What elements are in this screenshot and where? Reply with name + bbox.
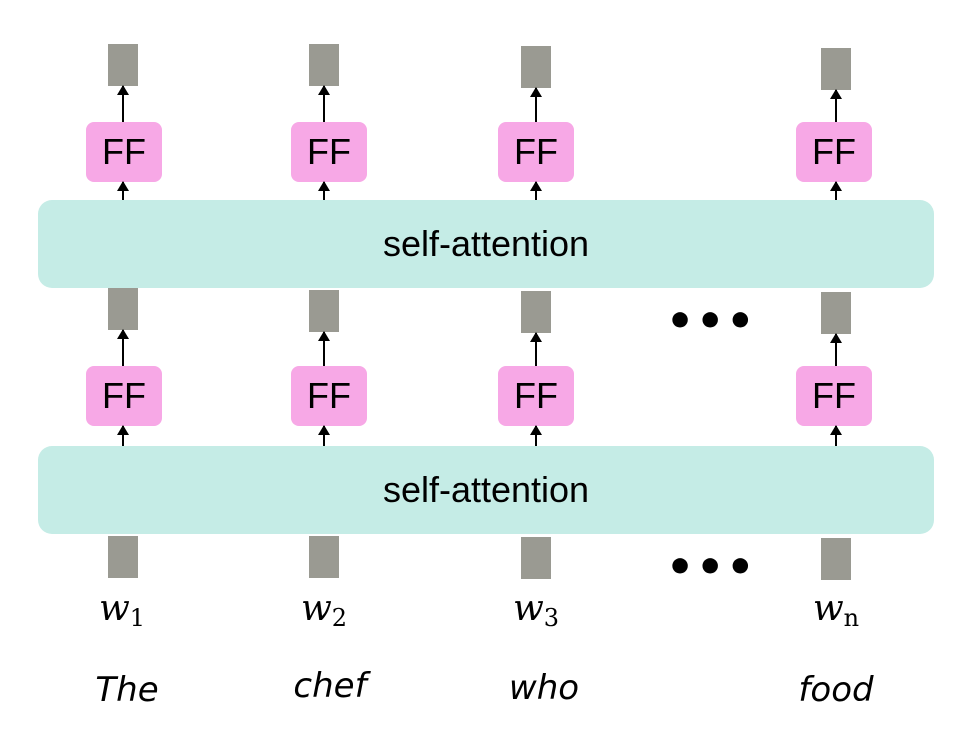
input-label-n: wn bbox=[776, 588, 896, 632]
middle-vector-3 bbox=[521, 291, 551, 333]
ff-box-top-2: FF bbox=[291, 122, 367, 182]
input-var-n: w bbox=[812, 588, 844, 629]
input-var-2: w bbox=[300, 588, 332, 629]
output-vector-1 bbox=[108, 44, 138, 86]
input-label-2: w2 bbox=[264, 588, 384, 632]
ff-box-top-3: FF bbox=[498, 122, 574, 182]
middle-vector-n bbox=[821, 292, 851, 334]
arrow-ff-to-output-3 bbox=[530, 87, 542, 122]
arrow-sa-to-ff-bottom-1 bbox=[117, 425, 129, 462]
output-vector-2 bbox=[309, 44, 339, 86]
input-sub-3: 3 bbox=[543, 604, 560, 632]
ff-box-bottom-3: FF bbox=[498, 366, 574, 426]
arrow-sa-to-ff-bottom-n bbox=[830, 425, 842, 462]
arrow-ff-to-output-1 bbox=[117, 85, 129, 122]
output-vector-n bbox=[821, 48, 851, 90]
arrow-ff-to-output-n bbox=[830, 89, 842, 122]
arrow-ff-to-middle-3 bbox=[530, 332, 542, 366]
input-var-3: w bbox=[512, 588, 544, 629]
input-word-3: who bbox=[508, 668, 580, 708]
self-attention-layer-bottom: self-attention bbox=[38, 446, 934, 534]
ellipsis-middle: ••• bbox=[666, 296, 757, 347]
arrow-sa-to-ff-bottom-3 bbox=[530, 425, 542, 462]
self-attention-layer-top: self-attention bbox=[38, 200, 934, 288]
input-vector-n bbox=[821, 538, 851, 580]
ff-box-top-1: FF bbox=[86, 122, 162, 182]
arrow-ff-to-middle-n bbox=[830, 333, 842, 366]
arrow-sa-to-ff-bottom-2 bbox=[318, 425, 330, 462]
input-sub-2: 2 bbox=[331, 604, 348, 632]
ellipsis-inputs: ••• bbox=[666, 542, 757, 593]
output-vector-3 bbox=[521, 46, 551, 88]
input-sub-n: n bbox=[843, 604, 860, 632]
arrow-ff-to-middle-1 bbox=[117, 329, 129, 366]
ff-box-bottom-1: FF bbox=[86, 366, 162, 426]
input-vector-2 bbox=[309, 536, 339, 578]
middle-vector-1 bbox=[108, 288, 138, 330]
input-label-1: w1 bbox=[62, 588, 182, 632]
middle-vector-2 bbox=[309, 290, 339, 332]
ff-box-top-n: FF bbox=[796, 122, 872, 182]
input-sub-1: 1 bbox=[129, 604, 146, 632]
arrow-ff-to-output-2 bbox=[318, 85, 330, 122]
input-vector-3 bbox=[521, 537, 551, 579]
input-word-2: chef bbox=[293, 666, 367, 706]
input-word-n: food bbox=[798, 670, 874, 710]
input-vector-1 bbox=[108, 536, 138, 578]
ff-box-bottom-n: FF bbox=[796, 366, 872, 426]
input-label-3: w3 bbox=[476, 588, 596, 632]
input-word-1: The bbox=[95, 670, 159, 710]
ff-box-bottom-2: FF bbox=[291, 366, 367, 426]
input-var-1: w bbox=[98, 588, 130, 629]
arrow-ff-to-middle-2 bbox=[318, 331, 330, 366]
